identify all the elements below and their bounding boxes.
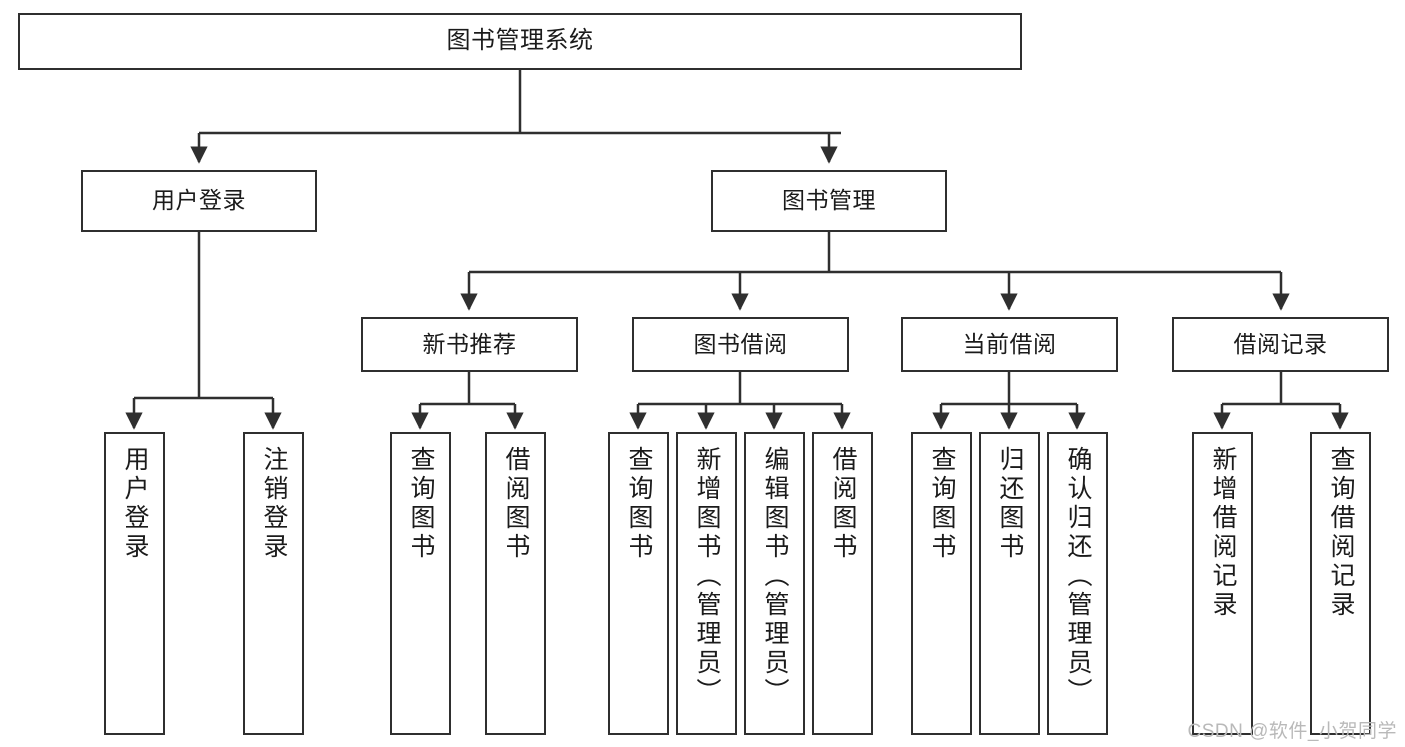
node-new-book-recommend[interactable]: 新书推荐 <box>361 317 578 372</box>
node-leaf-edit-book[interactable]: 编辑图书（管理员） <box>744 432 805 735</box>
node-leaf-query-book-1[interactable]: 查询图书 <box>390 432 451 735</box>
node-label: 编辑图书（管理员） <box>761 446 789 707</box>
node-leaf-return-book[interactable]: 归还图书 <box>979 432 1040 735</box>
node-leaf-add-record[interactable]: 新增借阅记录 <box>1192 432 1253 735</box>
node-label: 借阅图书 <box>502 446 530 562</box>
node-label: 新增图书（管理员） <box>693 446 721 707</box>
node-label: 查询图书 <box>407 446 435 562</box>
node-label: 归还图书 <box>996 446 1024 562</box>
node-label: 图书管理系统 <box>446 27 594 55</box>
node-leaf-query-book-3[interactable]: 查询图书 <box>911 432 972 735</box>
node-leaf-confirm-return[interactable]: 确认归还（管理员） <box>1047 432 1108 735</box>
watermark: CSDN @软件_小贺同学 <box>1187 721 1397 742</box>
node-label: 确认归还（管理员） <box>1064 446 1092 707</box>
node-label: 查询借阅记录 <box>1327 446 1355 620</box>
node-label: 用户登录 <box>152 187 246 214</box>
node-root-book-management-system[interactable]: 图书管理系统 <box>18 13 1022 70</box>
node-label: 用户登录 <box>121 446 149 562</box>
node-label: 当前借阅 <box>962 330 1057 357</box>
node-label: 新增借阅记录 <box>1209 446 1237 620</box>
node-label: 注销登录 <box>260 446 288 562</box>
node-leaf-query-book-2[interactable]: 查询图书 <box>608 432 669 735</box>
node-label: 借阅记录 <box>1233 330 1328 357</box>
node-label: 借阅图书 <box>829 446 857 562</box>
node-label: 查询图书 <box>928 446 956 562</box>
node-leaf-user-login[interactable]: 用户登录 <box>104 432 165 735</box>
node-leaf-logout[interactable]: 注销登录 <box>243 432 304 735</box>
node-label: 图书管理 <box>782 187 876 214</box>
node-borrow-record[interactable]: 借阅记录 <box>1172 317 1389 372</box>
node-label: 图书借阅 <box>693 330 788 357</box>
node-book-borrow[interactable]: 图书借阅 <box>632 317 849 372</box>
node-leaf-add-book[interactable]: 新增图书（管理员） <box>676 432 737 735</box>
node-leaf-query-record[interactable]: 查询借阅记录 <box>1310 432 1371 735</box>
node-label: 新书推荐 <box>422 330 517 357</box>
node-label: 查询图书 <box>625 446 653 562</box>
node-leaf-borrow-book-1[interactable]: 借阅图书 <box>485 432 546 735</box>
node-leaf-borrow-book-2[interactable]: 借阅图书 <box>812 432 873 735</box>
node-current-borrow[interactable]: 当前借阅 <box>901 317 1118 372</box>
node-book-management[interactable]: 图书管理 <box>711 170 947 232</box>
node-user-login[interactable]: 用户登录 <box>81 170 317 232</box>
